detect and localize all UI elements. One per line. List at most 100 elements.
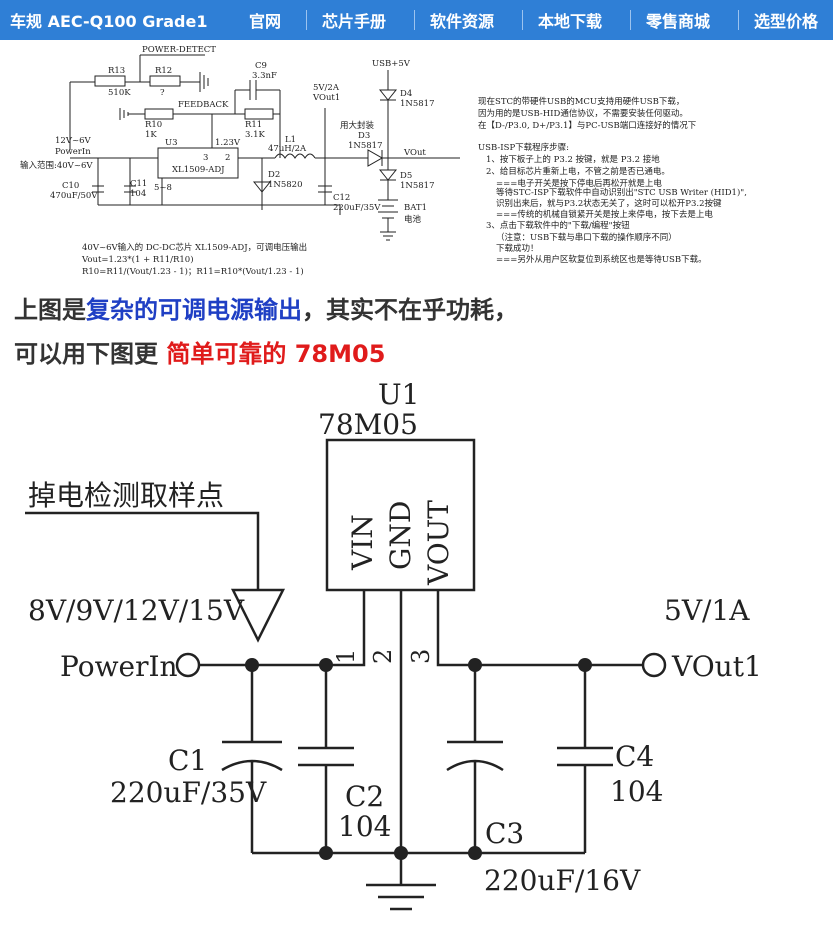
step-line: ===传统的机械自锁紧开关是按上来停电，按下去是上电 — [496, 209, 713, 220]
label-u3-pin5-8: 5~8 — [154, 183, 172, 193]
label-d2: D2 — [268, 170, 280, 180]
label-r12-value: ? — [160, 88, 165, 98]
label-c2: C2 — [345, 780, 384, 813]
label-input-voltage: 8V/9V/12V/15V — [28, 594, 245, 627]
step-line: ===另外从用户区软复位到系统区也是等待USB下载。 — [496, 254, 707, 265]
pin-label-vout: VOUT — [422, 500, 455, 586]
output-rail — [436, 590, 642, 667]
label-c1: C1 — [168, 744, 207, 777]
nav-separator — [306, 10, 307, 30]
caption-line-1: 上图是复杂的可调电源输出，其实不在乎功耗， — [14, 296, 518, 324]
label-feedback: FEEDBACK — [178, 100, 229, 110]
pin-label-gnd: GND — [384, 501, 417, 570]
label-78m05: 78M05 — [318, 408, 418, 441]
78m05-schematic: U1 78M05 VIN GND VOUT 1 2 3 掉电检测取样点 8V/9… — [25, 378, 762, 911]
nav-item-local-download[interactable]: 本地下载 — [538, 12, 603, 31]
note-resistor-formula: R10=R11/(Vout/1.23 - 1)；R11=R10*(Vout/1.… — [82, 266, 304, 277]
pin-number-3: 3 — [407, 649, 435, 664]
junction-dot — [319, 846, 333, 860]
step-line: （注意：USB下载与串口下载的操作顺序不同） — [496, 232, 677, 243]
brand-title[interactable]: 车规 AEC-Q100 Grade1 — [10, 12, 208, 31]
step-line: 3、点击下载软件中的"下载/编程"按钮 — [486, 220, 630, 231]
label-output-voltage: 5V/1A — [664, 594, 750, 627]
label-input-range: 输入范围:40V~6V — [20, 160, 93, 171]
step-line: 等待STC-ISP下载软件中自动识别出"STC USB Writer (HID1… — [496, 187, 747, 198]
nav-item-datasheet[interactable]: 芯片手册 — [322, 12, 387, 31]
desc-line: 在【D-/P3.0, D+/P3.1】与PC-USB端口连接好的情况下 — [478, 120, 697, 131]
label-vout1-top: VOut1 — [312, 93, 340, 103]
step-line: USB-ISP下载程序步骤: — [478, 142, 569, 153]
label-powerin-top: PowerIn — [55, 147, 91, 157]
label-bat1: BAT1 — [404, 203, 427, 213]
step-line: ===电子开关是按下停电后再松开就是上电 — [496, 178, 662, 189]
step-line: 下载成功！ — [496, 243, 539, 254]
label-r12: R12 — [155, 66, 172, 76]
nav-item-website[interactable]: 官网 — [249, 12, 282, 31]
label-c3-value: 220uF/16V — [484, 864, 641, 897]
label-r11: R11 — [245, 120, 262, 130]
step-line: 1、按下板子上的 P3.2 按键，就是 P3.2 接地 — [486, 154, 660, 165]
junction-dot — [319, 658, 333, 672]
desc-line: 现在STC的带硬件USB的MCU支持用硬件USB下载， — [478, 96, 684, 107]
label-c10-value: 470uF/50V — [50, 191, 98, 201]
label-c1-value: 220uF/35V — [110, 776, 267, 809]
caption-highlight-78m05: 简单可靠的 78M05 — [166, 340, 386, 368]
label-usb5v: USB+5V — [372, 59, 411, 69]
label-d5-value: 1N5817 — [400, 181, 434, 191]
caption-highlight-complex: 复杂的可调电源输出 — [86, 296, 302, 324]
label-d4-value: 1N5817 — [400, 99, 434, 109]
desc-line: 因为用的是USB-HID通信协议，不需要安装任何驱动。 — [478, 108, 688, 119]
nav-item-store[interactable]: 零售商城 — [646, 12, 711, 31]
dcdc-schematic: POWER-DETECT R13 510K R12 ? C9 3.3nF FEE… — [20, 45, 747, 277]
label-c4-value: 104 — [610, 775, 663, 808]
powerin-terminal — [175, 652, 201, 678]
nav-separator — [738, 10, 739, 30]
junction-dot — [578, 658, 592, 672]
label-r10: R10 — [145, 120, 162, 130]
label-r13: R13 — [108, 66, 125, 76]
label-r10-value: 1K — [145, 130, 157, 140]
junction-dot — [245, 658, 259, 672]
nav-separator — [630, 10, 631, 30]
label-u3-part: XL1509-ADJ — [172, 165, 225, 175]
label-c11: C11 — [130, 179, 147, 189]
label-d2-value: 1N5820 — [268, 180, 302, 190]
label-vout1: VOut1 — [671, 650, 762, 683]
capacitor-c3 — [446, 665, 504, 853]
label-d3: D3 — [358, 131, 370, 141]
label-u3: U3 — [165, 138, 178, 148]
junction-dot — [468, 658, 482, 672]
capacitor-c1 — [221, 665, 283, 853]
nav-item-selection-price[interactable]: 选型价格 — [754, 12, 819, 31]
label-battery: 电池 — [404, 214, 422, 225]
sample-point-line — [25, 511, 260, 590]
pin-number-2: 2 — [369, 649, 397, 664]
caption-line-2: 可以用下图更 简单可靠的 78M05 — [14, 340, 386, 368]
label-d5: D5 — [400, 171, 412, 181]
junction-dot — [394, 846, 408, 860]
label-power-detect: POWER-DETECT — [142, 45, 216, 55]
label-c9-value: 3.3nF — [252, 71, 277, 81]
note-dcdc-chip: 40V~6V输入的 DC-DC芯片 XL1509-ADJ，可调电压输出 — [82, 242, 307, 253]
top-nav-bar: 车规 AEC-Q100 Grade1 — [0, 0, 833, 40]
capacitor-c2 — [298, 665, 354, 853]
label-u3-pin2: 2 — [225, 153, 230, 163]
step-line: 识别出来后，就与P3.2状态无关了，这时可以松开P3.2按键 — [496, 198, 722, 209]
step-line: 2、给目标芯片重新上电，不管之前是否已通电。 — [486, 166, 670, 177]
label-vout: VOut — [403, 148, 426, 158]
label-c4: C4 — [615, 740, 654, 773]
vout1-terminal — [641, 652, 667, 678]
junction-dot — [468, 846, 482, 860]
capacitor-c4 — [557, 665, 613, 853]
nav-separator — [522, 10, 523, 30]
label-c11-value: 104 — [130, 189, 146, 199]
label-powerin: PowerIn — [60, 650, 178, 683]
label-c9: C9 — [255, 61, 267, 71]
label-l1-value: 47uH/2A — [268, 144, 307, 154]
nav-item-software[interactable]: 软件资源 — [430, 12, 495, 31]
label-vin-range: 12V~6V — [55, 136, 91, 146]
label-d4: D4 — [400, 89, 412, 99]
label-big-package: 用大封装 — [340, 120, 375, 131]
label-c10: C10 — [62, 181, 79, 191]
pin-label-vin: VIN — [346, 514, 379, 571]
